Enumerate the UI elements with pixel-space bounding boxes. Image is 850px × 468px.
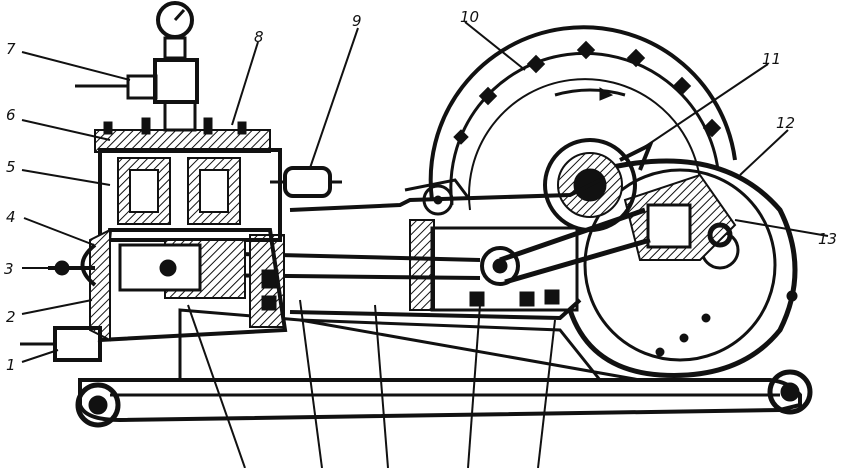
label-1: 1 — [6, 356, 16, 374]
callouts: 1 2 3 4 5 6 7 8 9 10 11 12 13 — [4, 8, 837, 374]
crank-big-end — [623, 173, 737, 261]
label-8: 8 — [254, 28, 264, 46]
wheel-left — [75, 382, 121, 428]
crosshead-frame — [289, 178, 601, 321]
label-6: 6 — [6, 106, 16, 124]
label-13: 13 — [818, 230, 837, 248]
connecting-rod — [499, 207, 651, 285]
safety-valve — [270, 166, 342, 198]
label-9: 9 — [352, 12, 362, 30]
label-10: 10 — [460, 8, 479, 26]
leader-lines — [21, 21, 829, 468]
cover-bolts — [453, 40, 722, 145]
discharge-valve — [75, 74, 158, 100]
wheel-right — [767, 369, 813, 415]
suction-inlet — [20, 326, 102, 362]
label-7: 7 — [6, 40, 16, 58]
label-12: 12 — [776, 114, 795, 132]
label-5: 5 — [6, 158, 16, 176]
label-4: 4 — [6, 208, 16, 226]
label-11: 11 — [762, 50, 781, 68]
piston-rod — [199, 251, 481, 280]
label-3: 3 — [4, 260, 14, 278]
gear-cover — [428, 25, 737, 211]
head-bolts — [103, 117, 247, 135]
base-frame — [78, 308, 802, 423]
end-cap — [48, 243, 97, 287]
label-2: 2 — [6, 308, 16, 326]
cylinder-block — [89, 117, 288, 343]
pressure-gauge — [153, 1, 199, 132]
